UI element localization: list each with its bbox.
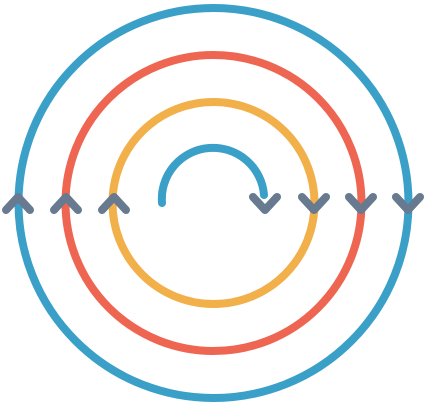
arrow-up-middle-icon — [50, 193, 82, 214]
center-arc — [157, 143, 268, 207]
arrow-down-inner-icon — [298, 193, 330, 214]
arrow-up-outer-icon — [2, 193, 34, 214]
arrow-down-center-icon — [249, 193, 281, 214]
arrow-down-middle-icon — [345, 193, 377, 214]
arrow-up-inner-icon — [98, 193, 130, 214]
arrow-down-outer-icon — [392, 193, 424, 214]
